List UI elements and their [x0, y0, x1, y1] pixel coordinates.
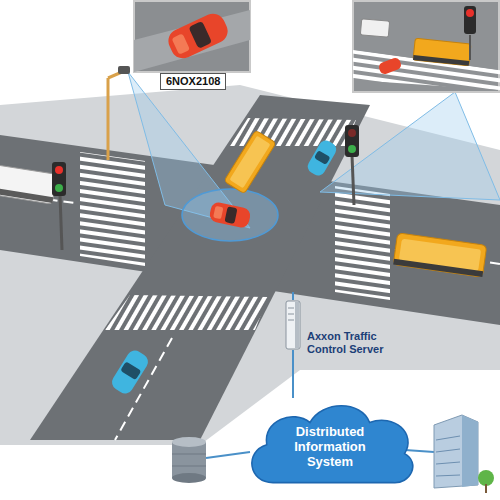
yellow-bus — [393, 233, 487, 277]
traffic-light — [52, 162, 66, 196]
car-window — [314, 150, 331, 165]
car-window — [120, 361, 141, 380]
car-body — [305, 138, 339, 178]
network-wire — [206, 452, 250, 458]
bus-windows — [0, 185, 53, 203]
tree — [478, 470, 494, 486]
bus-body — [0, 162, 57, 204]
database-band — [172, 466, 206, 467]
camera — [118, 66, 130, 74]
license-plate: 6NOX2108 — [160, 73, 226, 90]
inset-red-car — [378, 57, 403, 76]
red-lamp — [466, 9, 474, 17]
server-tower: Axxon Traffic Control Server — [285, 300, 301, 350]
traffic-light-pole — [60, 195, 62, 250]
tree-trunk — [485, 484, 487, 493]
network-link — [292, 350, 294, 398]
bus-body — [393, 233, 487, 277]
inset-yellow-bus — [413, 38, 471, 66]
server-slot — [288, 320, 294, 321]
building-window — [436, 449, 460, 452]
server-slot — [288, 308, 294, 309]
crosswalk — [335, 186, 390, 300]
camera-inset — [353, 1, 499, 92]
camera-view-cone — [320, 92, 500, 200]
server-side — [295, 302, 299, 348]
server-icon — [285, 300, 301, 350]
node-label: Distributed Information System — [270, 424, 390, 469]
server-label: Axxon Traffic Control Server — [307, 330, 407, 356]
building-body — [434, 415, 478, 488]
inset-traffic-light — [464, 6, 476, 34]
cloud-node: Distributed Information System — [240, 398, 420, 487]
car-body — [109, 348, 151, 397]
database-icon — [172, 437, 206, 483]
car-window — [224, 206, 237, 224]
road — [30, 95, 370, 440]
building-window — [436, 436, 460, 440]
building-window — [436, 475, 460, 476]
detection-zone — [182, 189, 278, 241]
car-body — [378, 57, 403, 76]
crosswalk — [80, 152, 145, 266]
green-lamp — [348, 145, 356, 153]
traffic-light-pole — [352, 155, 354, 205]
database-body — [172, 442, 206, 478]
building-side — [462, 415, 478, 487]
uplink-wire — [292, 292, 294, 300]
bus-body — [413, 38, 471, 66]
bus-roof — [229, 136, 270, 189]
white-bus — [0, 162, 57, 204]
red-lamp — [348, 129, 356, 137]
yellow-bus — [224, 130, 276, 194]
plate-number: 6NOX2108 — [166, 75, 220, 88]
database-bottom — [172, 473, 206, 483]
inset-road — [134, 10, 250, 72]
inset-red-car — [164, 10, 231, 63]
inset-light-pole — [469, 35, 471, 60]
car-body — [208, 201, 251, 229]
sidewalk — [0, 85, 500, 445]
bus-windows — [393, 259, 483, 277]
blue-car — [109, 348, 151, 397]
network-wire — [405, 450, 434, 452]
cloud-text: Distributed Information System — [270, 416, 390, 469]
database-top — [172, 437, 206, 447]
traffic-light — [345, 125, 359, 157]
blue-car — [305, 138, 339, 178]
car-body — [164, 10, 231, 63]
cloud-outline — [252, 406, 413, 483]
building-icon — [434, 415, 494, 493]
camera-pole — [107, 78, 110, 160]
bus-windows — [413, 55, 469, 66]
bus-body — [224, 130, 276, 194]
inset-white-truck — [360, 19, 389, 37]
crosswalk — [105, 295, 268, 330]
red-lamp — [55, 166, 63, 174]
database-band — [172, 454, 206, 455]
green-lamp — [55, 184, 63, 192]
car-window — [188, 21, 212, 49]
camera-inset — [134, 1, 250, 72]
red-car — [208, 201, 251, 229]
car-hood — [213, 206, 223, 219]
server-slot — [288, 314, 294, 315]
truck-body — [360, 19, 389, 37]
car-hood — [172, 33, 190, 54]
building-window — [436, 462, 460, 464]
server-case — [286, 301, 300, 349]
